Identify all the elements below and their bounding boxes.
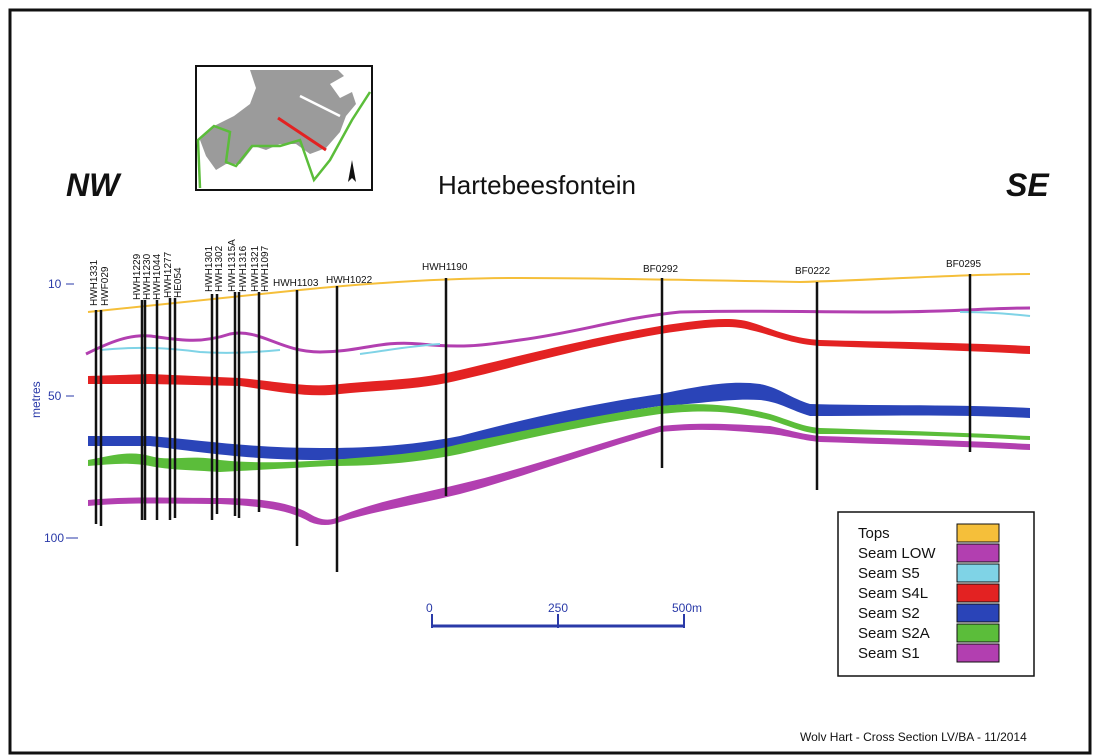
borehole-label: HWH1103 bbox=[273, 278, 319, 289]
inset-section-line bbox=[277, 116, 327, 152]
legend-label-seam-s2: Seam S2 bbox=[858, 605, 920, 622]
legend-swatch-seam-low bbox=[956, 543, 1000, 563]
legend-label-seam-s4l: Seam S4L bbox=[858, 585, 928, 602]
borehole-label: HWF029 bbox=[100, 266, 111, 306]
y-axis-label: metres bbox=[29, 381, 43, 418]
legend-label-seam-s2a: Seam S2A bbox=[858, 625, 930, 642]
y-tick-100: 100 bbox=[44, 531, 64, 545]
borehole-label: HWH1301 bbox=[204, 245, 215, 292]
borehole-label: HWH1315A bbox=[227, 239, 238, 292]
y-tick-50: 50 bbox=[48, 389, 62, 403]
borehole-label: HWH1316 bbox=[238, 245, 249, 292]
legend-label-seam-s1: Seam S1 bbox=[858, 645, 920, 662]
borehole-label: HWH1190 bbox=[422, 262, 468, 273]
legend-label-tops: Tops bbox=[858, 525, 890, 542]
scale-tick-500: 500m bbox=[672, 601, 702, 615]
borehole-label: HWH1022 bbox=[326, 275, 373, 286]
borehole-label: BF0292 bbox=[643, 264, 678, 275]
borehole-label: HWH1097 bbox=[260, 245, 271, 292]
legend-swatch-seam-s4l bbox=[956, 583, 1000, 603]
borehole-label: HWH1229 bbox=[132, 253, 143, 300]
borehole-label: HWH1277 bbox=[163, 251, 174, 298]
y-tick-10: 10 bbox=[48, 277, 62, 291]
legend-swatch-seam-s5 bbox=[956, 563, 1000, 583]
inset-location-map bbox=[195, 65, 373, 191]
direction-se: SE bbox=[1006, 167, 1050, 203]
borehole-label: HWH1331 bbox=[89, 259, 100, 306]
borehole-label: HE054 bbox=[173, 267, 184, 298]
legend-label-seam-s5: Seam S5 bbox=[858, 565, 920, 582]
legend-swatch-tops bbox=[956, 523, 1000, 543]
seam-layers bbox=[85, 273, 1031, 525]
inset-boundary bbox=[196, 91, 372, 189]
seam-s2a bbox=[88, 404, 1030, 472]
scale-tick-0: 0 bbox=[426, 601, 433, 615]
section-title: Hartebeesfontein bbox=[438, 170, 636, 200]
legend-swatch-seam-s2 bbox=[956, 603, 1000, 623]
borehole-label: HWH1230 bbox=[142, 253, 153, 300]
seam-low bbox=[85, 306, 1031, 356]
y-axis: 10 50 100 metres bbox=[29, 277, 78, 545]
borehole-label: HWH1044 bbox=[152, 253, 163, 300]
footer-caption: Wolv Hart - Cross Section LV/BA - 11/201… bbox=[800, 730, 1027, 744]
seam-s5 bbox=[99, 311, 1031, 355]
borehole-label: BF0295 bbox=[946, 259, 981, 270]
north-arrow-icon bbox=[348, 160, 356, 182]
seam-s2 bbox=[88, 382, 1030, 460]
direction-nw: NW bbox=[66, 167, 122, 203]
seam-s4l bbox=[88, 319, 1030, 396]
borehole-label: BF0222 bbox=[795, 266, 830, 277]
boreholes: HWH1331 HWF029 HWH1229 HWH1230 HWH1044 H… bbox=[89, 239, 981, 572]
legend-label-seam-low: Seam LOW bbox=[858, 545, 936, 562]
legend-swatch-seam-s2a bbox=[956, 623, 1000, 643]
scale-bar: 0 250 500m bbox=[426, 601, 702, 628]
borehole-label: HWH1302 bbox=[214, 245, 225, 292]
legend-swatch-seam-s1 bbox=[956, 643, 1000, 663]
scale-tick-250: 250 bbox=[548, 601, 568, 615]
borehole-label: HWH1321 bbox=[250, 245, 261, 292]
legend: Tops Seam LOW Seam S5 Seam S4L Seam S2 S… bbox=[837, 511, 1035, 677]
